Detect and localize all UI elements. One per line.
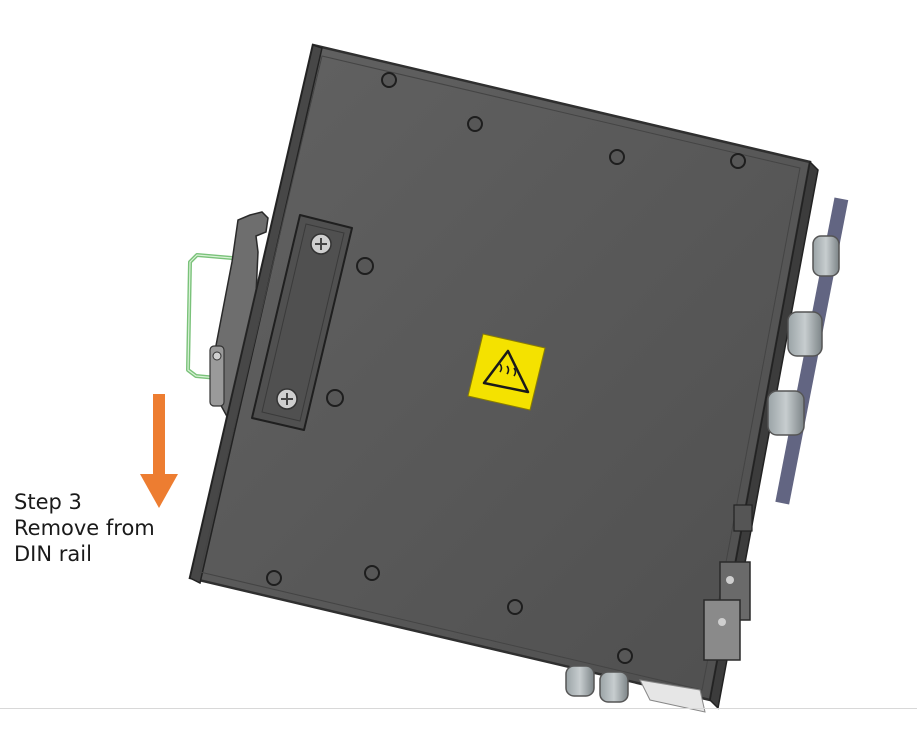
cover-screw-bottom [276, 388, 298, 410]
cover-screw-top [310, 233, 332, 255]
connector-knob-3 [767, 390, 805, 436]
cable-glands [565, 665, 706, 713]
bottom-divider [0, 708, 917, 709]
cover-plate [251, 214, 353, 431]
mounting-bracket [209, 211, 269, 423]
connector-knob-1 [812, 235, 840, 277]
step-instruction: Step 3 Remove from DIN rail [14, 489, 174, 567]
terminal-block [703, 561, 751, 661]
step-text-line-1: Remove from [14, 516, 155, 540]
arrow-down-icon [140, 394, 178, 508]
hot-surface-warning-icon [467, 333, 546, 411]
din-rail-clip [186, 253, 233, 380]
step-number: Step 3 [14, 490, 82, 514]
screw-holes [266, 72, 746, 664]
connector-knob-2 [787, 311, 823, 357]
front-connectors [703, 197, 849, 661]
step-text-line-2: DIN rail [14, 542, 92, 566]
